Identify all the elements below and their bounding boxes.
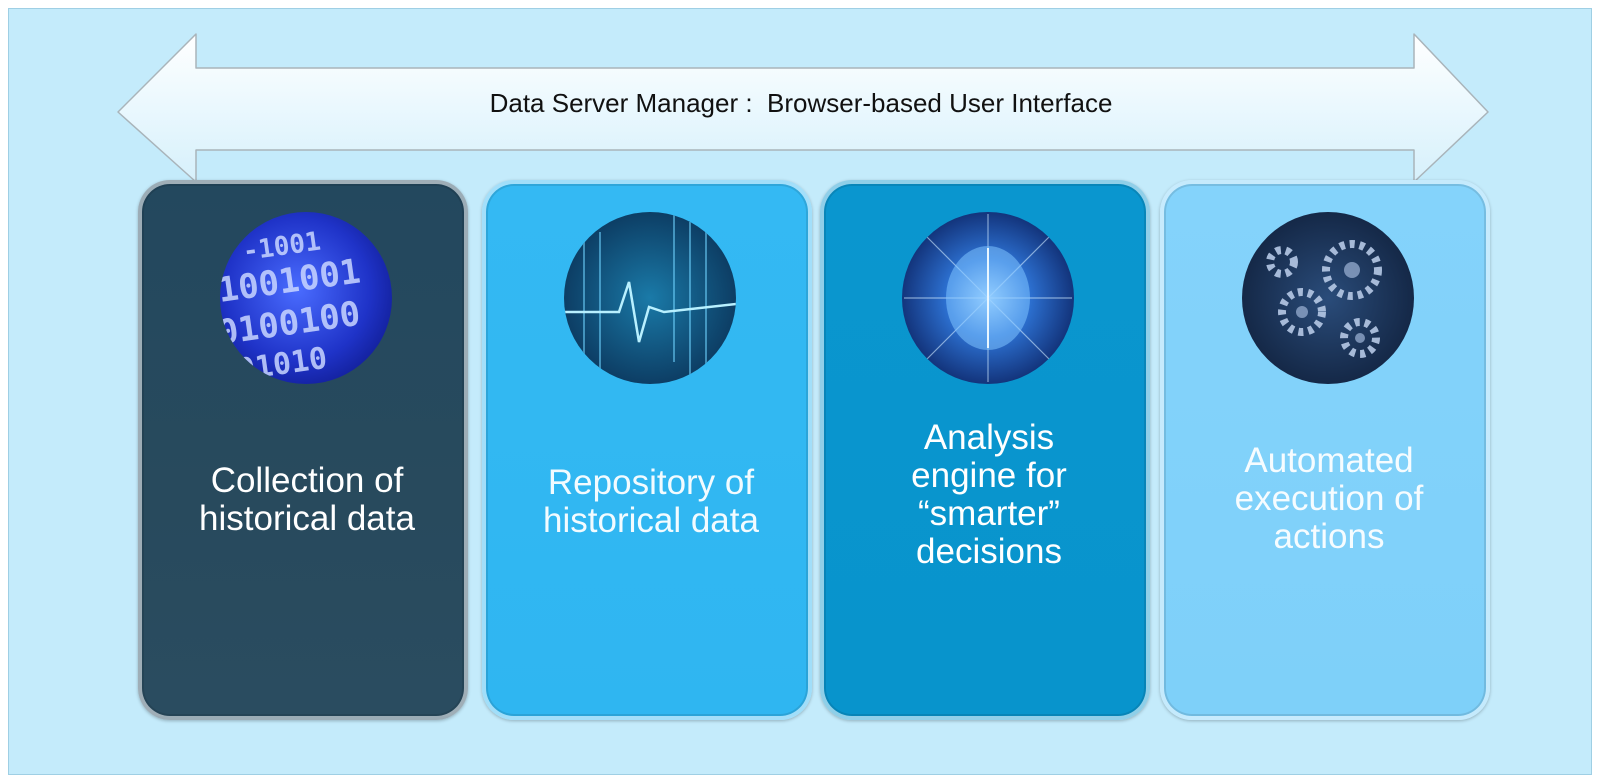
brain-analysis-icon xyxy=(902,212,1074,384)
gears-automation-icon xyxy=(1242,212,1414,384)
arrow-label: Data Server Manager : Browser-based User… xyxy=(489,88,1113,118)
card-text: Repository of historical data xyxy=(543,463,759,540)
card-analysis: Analysis engine for “smarter” decisions xyxy=(820,180,1150,720)
card-automation: Automated execution of actions xyxy=(1160,180,1490,720)
card-text: Analysis engine for “smarter” decisions xyxy=(911,418,1067,571)
card-repository: Repository of historical data xyxy=(482,180,812,720)
binary-data-icon: -1001 1001001 0100100 01010 xyxy=(220,212,392,384)
card-text: Automated execution of actions xyxy=(1234,441,1424,556)
card-text: Collection of historical data xyxy=(199,461,415,538)
data-repository-icon xyxy=(564,212,736,384)
card-collection: -1001 1001001 0100100 01010 Collection o… xyxy=(138,180,468,720)
